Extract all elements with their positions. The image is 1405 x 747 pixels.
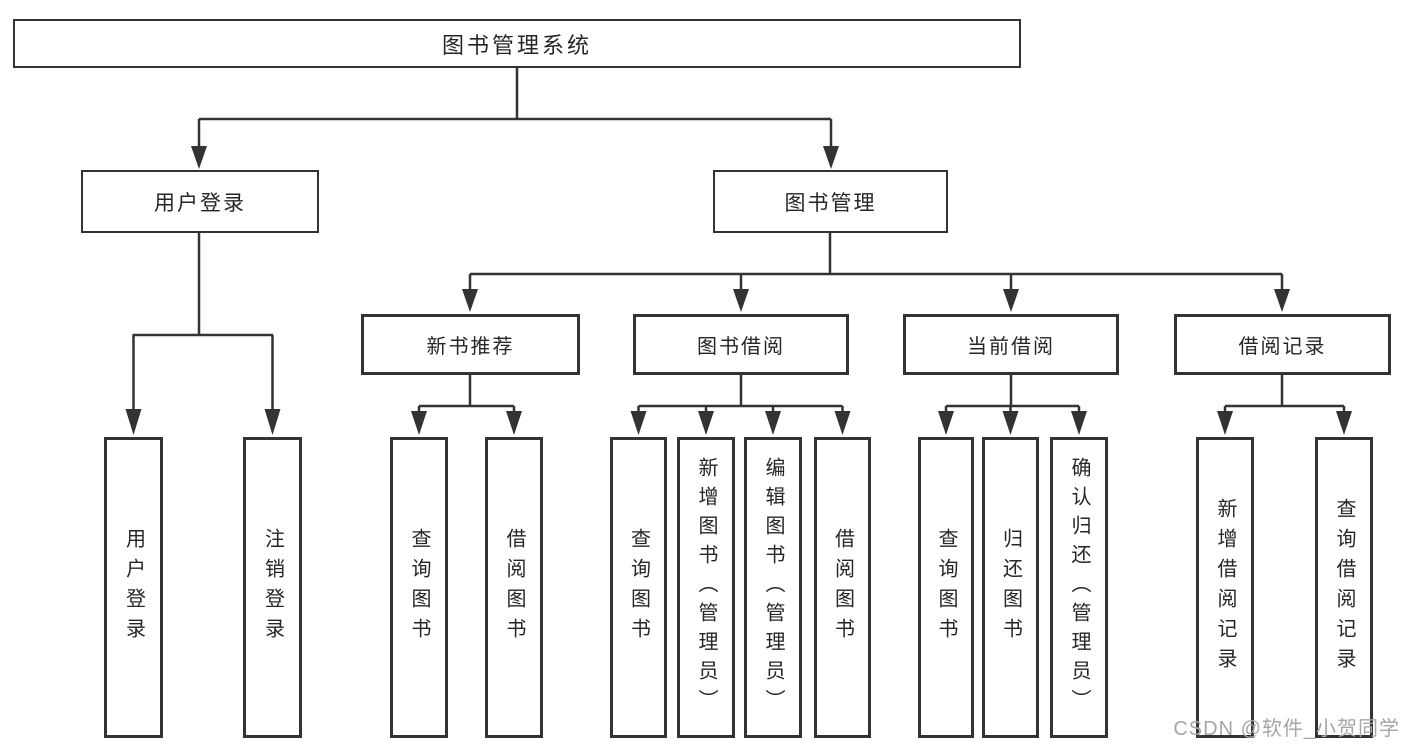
connector-group-current [944,375,1081,413]
leaf-label: 新增图书（管理员） [695,457,717,718]
leaf-borrow-add-books-admin: 新增图书（管理员） [677,437,735,738]
connector-user-branch [132,233,274,410]
leaf-logout-login: 注销登录 [243,437,302,738]
connector-group-recommend [417,375,516,413]
leaf-borrow-borrow-books: 借阅图书 [814,437,871,738]
leaf-label: 借阅图书 [831,527,854,648]
leaf-label: 新增借阅记录 [1214,497,1236,678]
connector-book-branch [468,233,1284,290]
group-book-borrow: 图书借阅 [633,314,849,375]
group-label: 借阅记录 [1238,336,1327,358]
leaf-label: 注销登录 [261,527,284,648]
leaf-label: 查询借阅记录 [1333,497,1355,678]
leaf-label: 查询图书 [627,527,650,648]
leaf-current-return-books: 归还图书 [982,437,1039,738]
leaf-label: 用户登录 [122,527,145,648]
leaf-recommend-borrow-books: 借阅图书 [485,437,543,738]
leaf-label: 确认归还（管理员） [1068,457,1090,718]
leaf-current-confirm-return-admin: 确认归还（管理员） [1050,437,1108,738]
leaf-label: 借阅图书 [503,527,525,648]
leaf-borrow-query-books: 查询图书 [610,437,667,738]
leaf-label: 归还图书 [999,527,1022,648]
group-borrow-records: 借阅记录 [1174,314,1391,375]
user-login-branch-node: 用户登录 [81,170,319,233]
group-new-book-recommend: 新书推荐 [361,314,580,375]
connector-group-records [1223,375,1346,413]
user-login-branch-label: 用户登录 [154,191,246,215]
book-management-branch-node: 图书管理 [713,170,948,233]
group-current-borrow: 当前借阅 [903,314,1119,375]
group-label: 图书借阅 [697,336,785,358]
connector-root-to-level1 [197,68,833,148]
connector-group-borrow [637,375,844,413]
leaf-records-query-borrow-record: 查询借阅记录 [1315,437,1373,738]
leaf-label: 查询图书 [408,527,430,648]
leaf-borrow-edit-books-admin: 编辑图书（管理员） [744,437,802,738]
csdn-watermark: CSDN @软件_小贺同学 [1173,718,1400,740]
group-label: 新书推荐 [426,336,515,358]
leaf-current-query-books: 查询图书 [918,437,974,738]
leaf-label: 查询图书 [935,527,957,648]
root-label: 图书管理系统 [441,32,592,58]
group-label: 当前借阅 [967,336,1055,358]
root-node: 图书管理系统 [13,19,1021,68]
leaf-records-add-borrow-record: 新增借阅记录 [1196,437,1254,738]
leaf-user-login: 用户登录 [104,437,163,738]
leaf-recommend-query-books: 查询图书 [390,437,448,738]
leaf-label: 编辑图书（管理员） [762,457,784,718]
book-management-branch-label: 图书管理 [784,191,877,215]
arrowheads [125,146,1352,435]
